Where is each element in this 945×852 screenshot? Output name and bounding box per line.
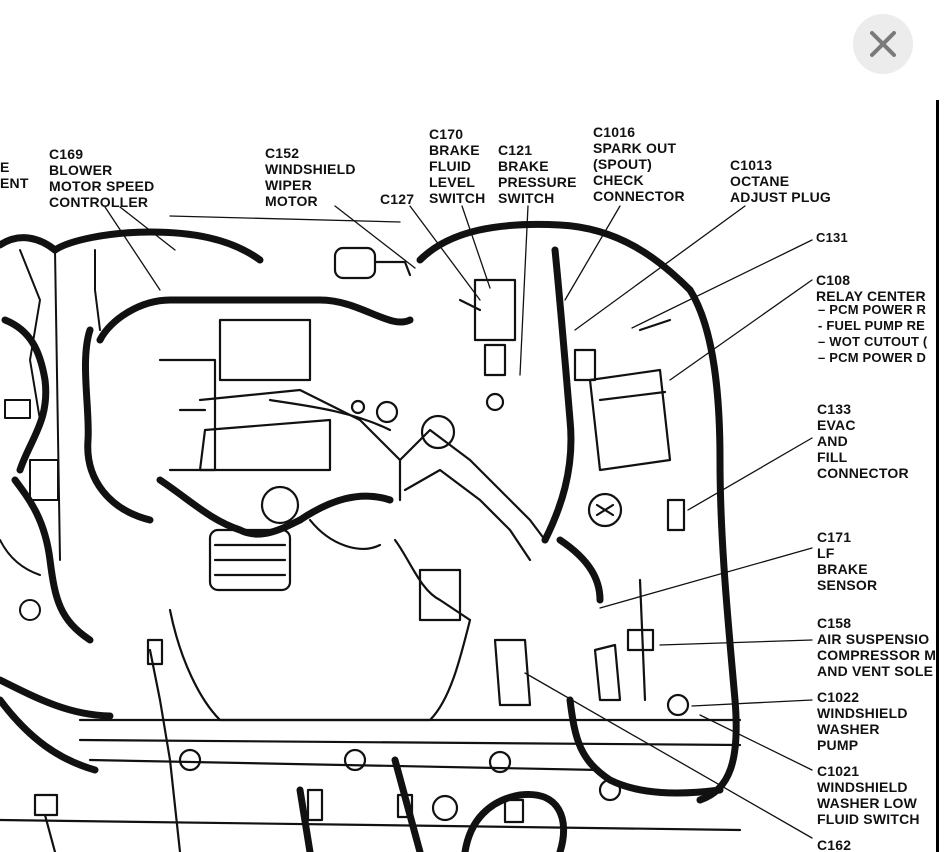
bottom-connectors (33, 788, 525, 852)
viewer-top-bar (0, 0, 945, 100)
left-details (0, 249, 101, 621)
label-c1016: C1016 SPARK OUT (SPOUT) CHECK CONNECTOR (593, 124, 685, 204)
label-c171: C171 LF BRAKE SENSOR (817, 529, 878, 593)
label-c1022: C1022 WINDSHIELD WASHER PUMP (817, 689, 908, 753)
label-c131: C131 (816, 230, 848, 245)
main-harness-upper (51, 220, 740, 804)
label-edge-left: E ENT (0, 159, 29, 191)
leader-lines (104, 205, 813, 839)
relay-center-item: - FUEL PUMP RE (818, 318, 926, 333)
diagram-border (936, 100, 939, 852)
engine-drawing (0, 205, 813, 852)
label-c158: C158 AIR SUSPENSIO COMPRESSOR M AND VENT… (817, 615, 936, 679)
lower-components (208, 485, 690, 717)
close-button[interactable] (853, 14, 913, 74)
intake-assembly (158, 246, 547, 562)
label-c152: C152 WINDSHIELD WIPER MOTOR (265, 145, 356, 209)
relay-center-item: – PCM POWER D (818, 350, 927, 365)
label-c170: C170 BRAKE FLUID LEVEL SWITCH (429, 126, 486, 206)
label-c1013: C1013 OCTANE ADJUST PLUG (730, 157, 831, 205)
label-c133: C133 EVAC AND FILL CONNECTOR (817, 401, 909, 481)
relay-center-item: – PCM POWER R (818, 302, 927, 317)
label-c162: C162 (817, 837, 852, 852)
label-c121: C121 BRAKE PRESSURE SWITCH (498, 142, 577, 206)
left-harness (0, 234, 114, 774)
front-crossmember (0, 608, 742, 852)
label-c169: C169 BLOWER MOTOR SPEED CONTROLLER (49, 146, 155, 210)
engine-wiring-diagram: E ENT C169 BLOWER MOTOR SPEED CONTROLLER… (0, 100, 936, 852)
label-c1021: C1021 WINDSHIELD WASHER LOW FLUID SWITCH (817, 763, 920, 827)
relay-center (573, 318, 672, 472)
relay-center-item: – WOT CUTOUT ( (818, 334, 928, 349)
close-icon (870, 31, 896, 57)
label-c108: C108 RELAY CENTER (816, 272, 926, 304)
label-c127: C127 (380, 191, 415, 207)
